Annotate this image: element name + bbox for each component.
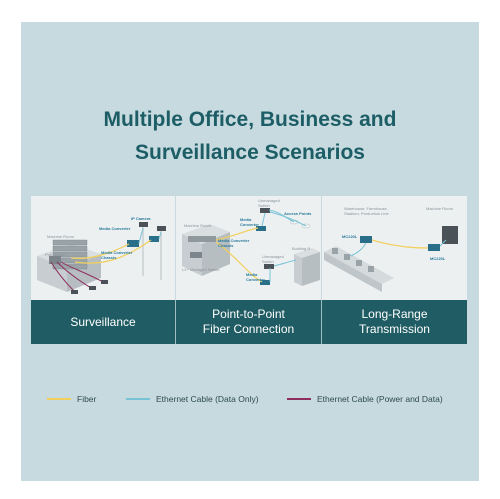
caption-long-range-line-1: Long-Range bbox=[361, 307, 428, 321]
label-warehouse-line-1: Warehouse, Farmhouse, bbox=[344, 206, 388, 211]
long-range-network-drawing bbox=[324, 226, 458, 292]
legend-swatch-ethernet-poe bbox=[287, 398, 311, 400]
label-media-converter-chassis-1: Media Converter bbox=[101, 250, 133, 255]
label-media-converter-chassis-2: Chassis bbox=[101, 255, 117, 260]
caption-surveillance: Surveillance bbox=[31, 300, 175, 344]
caption-divider bbox=[321, 300, 322, 344]
legend-item-fiber: Fiber bbox=[47, 393, 96, 405]
label-media-converter-a-1: Media bbox=[240, 217, 252, 222]
caption-long-range-line-2: Transmission bbox=[359, 322, 430, 336]
label-unmanaged-switch-bottom-1: Unmanaged bbox=[262, 254, 284, 259]
label-mc220l-left: MC220L bbox=[342, 234, 358, 239]
point-to-point-illustration: Machine Room Unmanaged Switch Access Poi… bbox=[176, 196, 321, 300]
caption-point-to-point: Point-to-Point Fiber Connection bbox=[176, 300, 321, 344]
label-unmanaged-switch-bottom-2: Switch bbox=[262, 259, 274, 264]
caption-point-to-point-line-1: Point-to-Point bbox=[212, 307, 285, 321]
label-access-points: Access Points bbox=[284, 211, 312, 216]
legend-swatch-ethernet-data bbox=[126, 398, 150, 400]
surveillance-illustration: Machine Room IP Camera Media Converter M… bbox=[31, 196, 175, 300]
label-media-converter-chassis-1: Media Converter bbox=[218, 238, 250, 243]
label-l2-managed-switch: L2+ Managed Switch bbox=[182, 267, 220, 272]
surveillance-network-drawing bbox=[37, 222, 166, 294]
label-poe-switch: PoE Switch bbox=[45, 252, 66, 257]
legend-swatch-fiber bbox=[47, 398, 71, 400]
label-machine-room: Machine Room bbox=[426, 206, 453, 211]
caption-divider bbox=[175, 300, 176, 344]
label-unmanaged-switch-top-1: Unmanaged bbox=[258, 198, 280, 203]
label-ip-camera: IP Camera bbox=[131, 216, 151, 221]
page-title-line-1: Multiple Office, Business and bbox=[103, 108, 397, 131]
label-mc220l-right: MC220L bbox=[430, 256, 446, 261]
label-building-b: Building B bbox=[292, 246, 311, 251]
label-media-converter-b-1: Media bbox=[246, 272, 258, 277]
scenario-caption-bar: Surveillance Point-to-Point Fiber Connec… bbox=[31, 300, 467, 344]
label-machine-room: Machine Room bbox=[47, 234, 74, 239]
label-warehouse-line-2: Stadium, Production Line bbox=[344, 211, 389, 216]
legend-label-fiber: Fiber bbox=[77, 394, 97, 404]
label-media-converter: Media Converter bbox=[99, 226, 131, 231]
legend-item-ethernet-data: Ethernet Cable (Data Only) bbox=[126, 393, 259, 405]
legend-label-ethernet-data: Ethernet Cable (Data Only) bbox=[156, 394, 259, 404]
caption-surveillance-text: Surveillance bbox=[70, 314, 136, 329]
legend-item-ethernet-poe: Ethernet Cable (Power and Data) bbox=[287, 393, 443, 405]
page-title-line-2: Surveillance Scenarios bbox=[135, 141, 365, 164]
label-media-converter-a-2: Converter bbox=[240, 222, 259, 227]
label-media-converter-b-2: Converter bbox=[246, 277, 265, 282]
legend-label-ethernet-poe: Ethernet Cable (Power and Data) bbox=[317, 394, 443, 404]
point-to-point-network-drawing bbox=[182, 208, 320, 286]
caption-point-to-point-line-2: Fiber Connection bbox=[202, 322, 295, 336]
caption-long-range: Long-Range Transmission bbox=[322, 300, 467, 344]
label-media-converter-chassis-2: Chassis bbox=[218, 243, 234, 248]
label-machine-room: Machine Room bbox=[184, 223, 211, 228]
long-range-illustration: Warehouse, Farmhouse, Stadium, Productio… bbox=[322, 196, 467, 300]
label-unmanaged-switch-top-2: Switch bbox=[258, 203, 270, 208]
scenario-illustrations: Machine Room IP Camera Media Converter M… bbox=[31, 196, 467, 300]
